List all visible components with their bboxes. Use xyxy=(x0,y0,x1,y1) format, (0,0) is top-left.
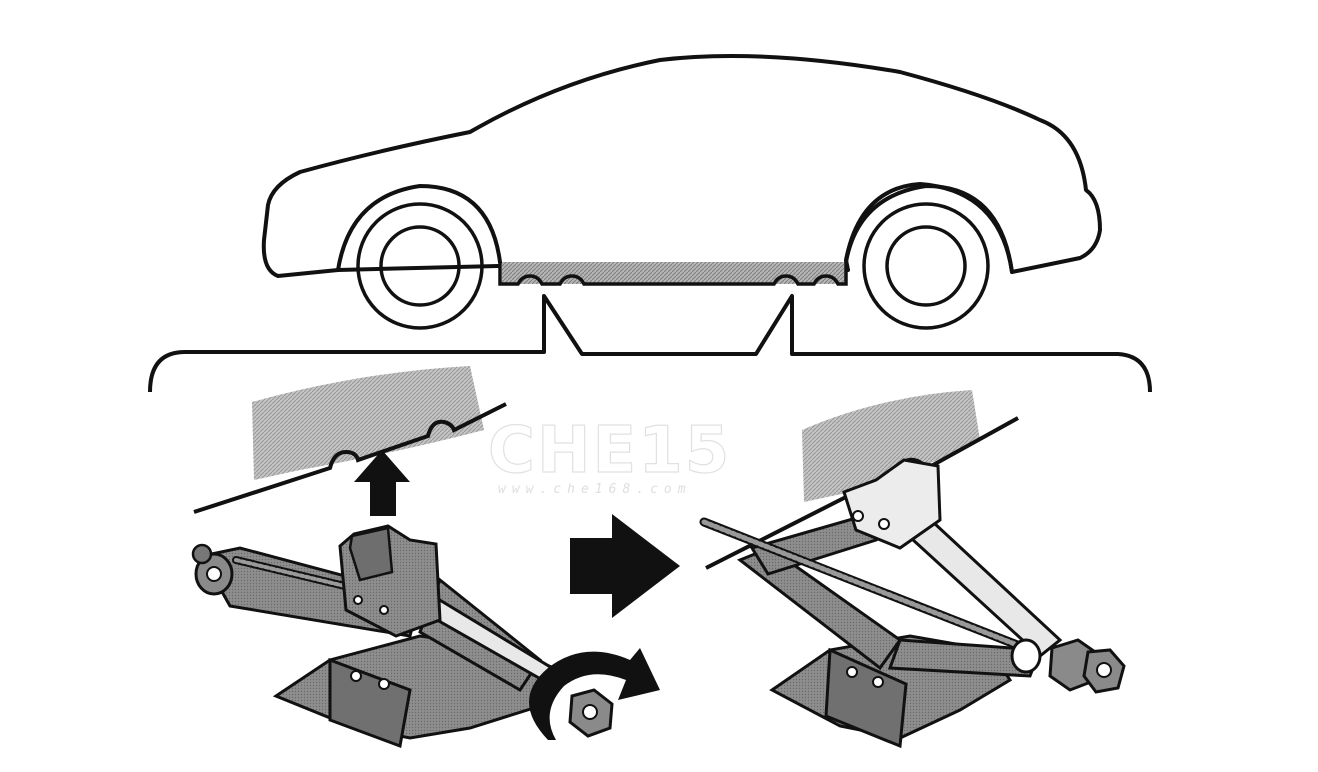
rocker-outline xyxy=(498,262,848,286)
jack-raised-panel xyxy=(699,390,1126,749)
up-arrow-icon xyxy=(354,450,410,516)
right-arrow-icon xyxy=(570,514,680,618)
jack-raised-saddle xyxy=(842,458,942,550)
car-outline xyxy=(261,54,1102,278)
jack-lowered-panel xyxy=(191,366,660,749)
callout-bracket xyxy=(148,294,1152,393)
underbody-shadow-right xyxy=(802,390,980,502)
rocker-panel xyxy=(502,262,846,284)
rear-wheel xyxy=(862,202,990,330)
front-wheel xyxy=(356,202,484,330)
rotation-arrow-icon xyxy=(529,648,660,740)
underbody-shadow-left xyxy=(252,366,484,480)
